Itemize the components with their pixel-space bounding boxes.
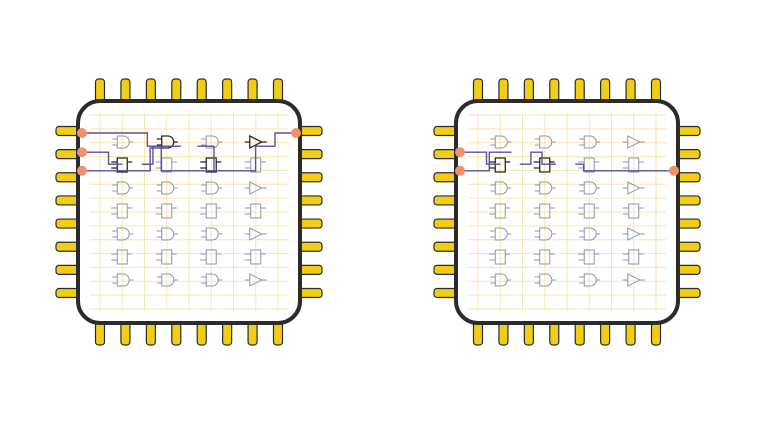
flipflop-icon bbox=[244, 203, 266, 219]
and-gate-icon bbox=[490, 273, 512, 287]
and-gate-icon bbox=[579, 181, 601, 195]
flipflop-icon bbox=[489, 203, 511, 219]
route-endpoint bbox=[77, 147, 87, 158]
route-endpoint bbox=[455, 165, 465, 176]
signal-routes bbox=[77, 128, 301, 176]
and-gate-icon bbox=[112, 227, 134, 241]
flipflop-icon bbox=[244, 249, 266, 265]
flipflop-icon bbox=[200, 203, 222, 219]
route-endpoint bbox=[669, 165, 679, 176]
and-gate-icon bbox=[156, 181, 178, 195]
flipflop-icon bbox=[200, 249, 222, 265]
flipflop-icon bbox=[111, 249, 133, 265]
buffer-gate-icon bbox=[622, 135, 645, 149]
signal-route bbox=[456, 151, 512, 172]
route-endpoint bbox=[77, 165, 87, 176]
signal-routes bbox=[455, 147, 679, 176]
buffer-gate-icon bbox=[244, 181, 267, 195]
and-gate-icon bbox=[490, 227, 512, 241]
flipflop-icon bbox=[111, 157, 133, 173]
buffer-gate-icon bbox=[244, 134, 267, 150]
signal-route bbox=[141, 163, 151, 171]
buffer-gate-icon bbox=[244, 273, 267, 287]
flipflop-icon bbox=[578, 203, 600, 219]
and-gate-icon bbox=[201, 181, 223, 195]
flipflop-icon bbox=[533, 249, 555, 265]
grid-lines bbox=[468, 113, 666, 311]
buffer-gate-icon bbox=[244, 227, 267, 241]
flipflop-icon bbox=[155, 203, 177, 219]
and-gate-icon bbox=[156, 227, 178, 241]
flipflop-icon bbox=[533, 157, 555, 173]
signal-route bbox=[78, 147, 214, 172]
buffer-gate-icon bbox=[622, 181, 645, 195]
chip-right bbox=[433, 78, 701, 346]
and-gate-icon bbox=[201, 135, 223, 149]
signal-route bbox=[197, 132, 300, 172]
signal-route bbox=[78, 151, 123, 165]
flipflop-icon bbox=[155, 249, 177, 265]
and-gate-icon bbox=[112, 181, 134, 195]
signal-route bbox=[575, 163, 678, 172]
and-gate-icon bbox=[156, 135, 178, 149]
route-endpoint bbox=[77, 128, 87, 138]
flipflop-icon bbox=[489, 157, 511, 173]
flipflop-icon bbox=[489, 249, 511, 265]
buffer-gate-icon bbox=[622, 273, 645, 287]
flipflop-icon bbox=[533, 203, 555, 219]
and-gate-icon bbox=[579, 273, 601, 287]
logic-cells bbox=[489, 135, 645, 287]
and-gate-icon bbox=[579, 227, 601, 241]
and-gate-icon bbox=[201, 273, 223, 287]
chip-left bbox=[55, 78, 323, 346]
and-gate-icon bbox=[534, 227, 556, 241]
flipflop-icon bbox=[111, 203, 133, 219]
and-gate-icon bbox=[156, 273, 178, 287]
signal-route bbox=[519, 151, 556, 165]
route-endpoint bbox=[455, 147, 465, 158]
buffer-gate-icon bbox=[622, 227, 645, 241]
flipflop-icon bbox=[578, 249, 600, 265]
and-gate-icon bbox=[112, 135, 134, 149]
and-gate-icon bbox=[579, 135, 601, 149]
pins bbox=[55, 78, 323, 346]
flipflop-icon bbox=[622, 249, 644, 265]
and-gate-icon bbox=[112, 273, 134, 287]
flipflop-icon bbox=[622, 157, 644, 173]
flipflop-icon bbox=[200, 157, 222, 173]
and-gate-icon bbox=[534, 181, 556, 195]
and-gate-icon bbox=[201, 227, 223, 241]
and-gate-icon bbox=[490, 135, 512, 149]
route-endpoint bbox=[291, 128, 301, 138]
and-gate-icon bbox=[534, 135, 556, 149]
signal-route bbox=[456, 151, 501, 165]
and-gate-icon bbox=[534, 273, 556, 287]
logic-cells bbox=[111, 134, 267, 287]
flipflop-icon bbox=[622, 203, 644, 219]
and-gate-icon bbox=[490, 181, 512, 195]
